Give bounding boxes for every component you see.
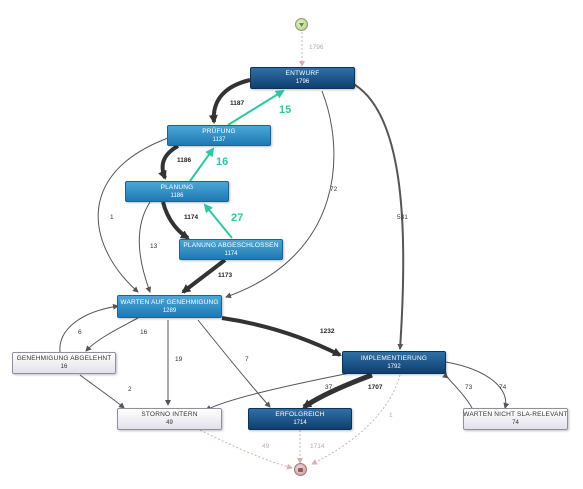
edge-label-storno-end: 49 — [262, 443, 270, 450]
edge-abgeschl-warten — [181, 258, 227, 294]
edge-warten-impl — [221, 316, 342, 357]
start-event[interactable] — [295, 18, 308, 31]
edge-label-warten-abgel: 16 — [140, 329, 148, 336]
edge-entwurf-impl — [349, 81, 405, 350]
edge-label-warten-erfolg: 7 — [245, 356, 249, 363]
end-event[interactable] — [294, 463, 307, 476]
node-count: 1186 — [170, 192, 184, 199]
node-label: GENEHMIGUNG ABGELEHNT — [16, 355, 112, 362]
node-count: 49 — [166, 420, 173, 426]
node-label: ENTWURF — [285, 70, 320, 77]
edge-label-impl-sla: 74 — [499, 384, 507, 391]
edge-abgeschl-planung — [203, 203, 233, 239]
edge-label-pruefung-warten: 1 — [110, 214, 114, 221]
node-label: PLANUNG — [160, 183, 194, 191]
rework-label-abgeschl-planung: 27 — [231, 212, 244, 224]
node-warten-auf-genehmigung[interactable]: WARTEN AUF GENEHMIGUNG 1289 — [117, 295, 222, 318]
edge-entwurf-pruefung — [208, 78, 251, 124]
node-count: 16 — [60, 364, 68, 370]
edge-label-impl-erfolg: 1707 — [368, 384, 383, 391]
edge-label-entwurf-pruefung: 1187 — [230, 100, 245, 107]
node-count: 1137 — [212, 136, 226, 143]
edge-impl-erfolg — [302, 372, 373, 410]
node-label: WARTEN NICHT SLA-RELEVANT — [463, 411, 568, 418]
edge-label-entwurf-warten: 72 — [330, 186, 338, 193]
node-warten-nicht-sla-relevant[interactable]: WARTEN NICHT SLA-RELEVANT 74 — [463, 408, 568, 430]
node-label: WARTEN AUF GENEHMIGUNG — [120, 298, 219, 306]
edge-impl-end — [311, 374, 401, 465]
edge-label-entwurf-impl: 531 — [397, 214, 408, 221]
edge-abgel-warten — [59, 303, 119, 353]
edge-label-pruefung-planung: 1186 — [177, 157, 192, 164]
edge-planung-warten — [138, 201, 152, 293]
edge-pruefung-planung — [158, 144, 180, 180]
node-label: IMPLEMENTIERUNG — [360, 354, 428, 362]
edge-abgel-storno — [79, 374, 125, 409]
node-label: STORNO INTERN — [141, 411, 198, 418]
edge-pruefung-warten — [97, 137, 169, 293]
edge-sla-impl — [442, 372, 473, 409]
edge-label-sla-impl: 73 — [465, 384, 473, 391]
node-genehmigung-abgelehnt[interactable]: GENEHMIGUNG ABGELEHNT 16 — [12, 352, 116, 374]
node-implementierung[interactable]: IMPLEMENTIERUNG 1792 — [342, 351, 446, 374]
edge-storno-end — [199, 429, 293, 470]
node-planung-abgeschlossen[interactable]: PLANUNG ABGESCHLOSSEN 1174 — [179, 239, 283, 260]
edge-label-impl-storno: 37 — [325, 384, 333, 391]
edge-label-warten-storno: 19 — [175, 356, 183, 363]
edge-entwurf-warten — [225, 90, 335, 299]
edge-warten-abgel — [85, 317, 139, 352]
node-planung[interactable]: PLANUNG 1186 — [125, 181, 229, 202]
edge-impl-storno — [205, 372, 351, 411]
edge-label-planung-abgeschl: 1174 — [184, 214, 199, 221]
node-erfolgreich[interactable]: ERFOLGREICH 1714 — [248, 408, 352, 430]
rework-label-planung-pruefung: 16 — [216, 156, 229, 168]
edge-label-planung-warten: 13 — [150, 243, 158, 250]
edge-impl-sla — [445, 361, 510, 409]
edge-label-abgel-storno: 2 — [128, 386, 132, 393]
node-pruefung[interactable]: PRÜFUNG 1137 — [167, 125, 271, 146]
edge-pruefung-entwurf — [227, 89, 285, 126]
edge-label-start-entwurf: 1796 — [309, 44, 324, 51]
end-event-icon — [298, 468, 303, 472]
edge-label-erfolg-end: 1714 — [310, 443, 325, 450]
node-count: 1289 — [162, 307, 177, 314]
node-entwurf[interactable]: ENTWURF 1796 — [250, 67, 355, 89]
node-count: 1714 — [293, 420, 307, 426]
node-label: PRÜFUNG — [202, 127, 236, 135]
edge-warten-erfolg — [197, 319, 271, 408]
node-storno-intern[interactable]: STORNO INTERN 49 — [117, 408, 222, 430]
rework-label-pruefung-entwurf: 15 — [279, 104, 292, 116]
node-count: 74 — [512, 420, 519, 426]
node-label: ERFOLGREICH — [275, 411, 325, 418]
edge-planung-abgeschl — [161, 201, 190, 240]
edge-label-impl-end: 1 — [389, 412, 393, 419]
node-count: 1174 — [224, 250, 238, 257]
edge-label-warten-impl: 1232 — [320, 328, 335, 335]
node-count: 1796 — [295, 79, 310, 85]
node-count: 1792 — [387, 363, 401, 370]
start-event-icon — [299, 23, 304, 27]
edge-planung-pruefung — [189, 147, 215, 182]
edge-label-abgel-warten: 6 — [78, 329, 82, 336]
node-label: PLANUNG ABGESCHLOSSEN — [183, 241, 279, 249]
edge-label-abgeschl-warten: 1173 — [218, 272, 233, 279]
